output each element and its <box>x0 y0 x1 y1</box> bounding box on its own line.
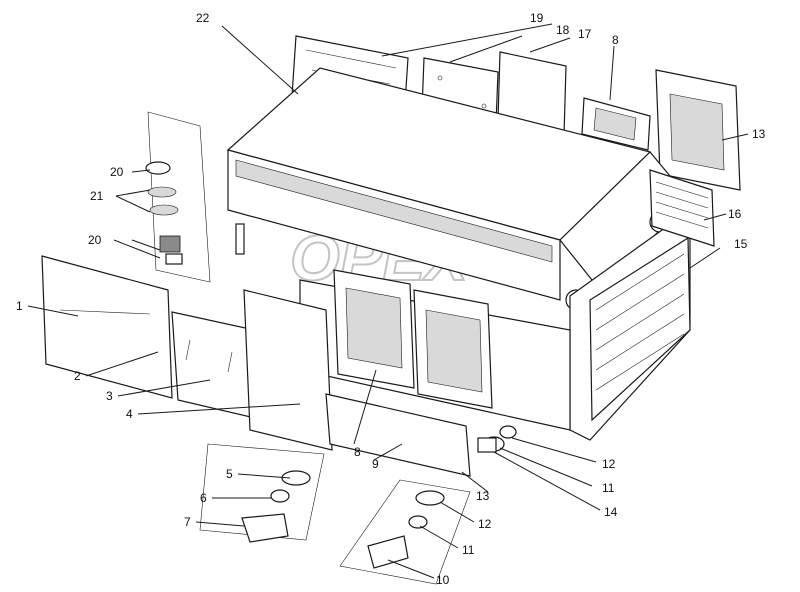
callout-2: 2 <box>74 369 81 383</box>
callout-12-bottom: 12 <box>478 517 492 531</box>
callout-8-bottom: 8 <box>354 445 361 459</box>
filter-frame-8-top <box>581 97 651 151</box>
callout-10: 10 <box>436 573 450 587</box>
callout-19: 19 <box>530 11 544 25</box>
callout-11-bottom: 11 <box>462 543 475 557</box>
callout-17: 17 <box>578 27 592 41</box>
callout-22: 22 <box>196 11 210 25</box>
callout-3: 3 <box>106 389 113 403</box>
main-housing <box>226 67 715 441</box>
callout-14: 14 <box>604 505 618 519</box>
bottom-panel-9 <box>325 393 471 477</box>
bolt-group-11-12-14 <box>477 425 517 453</box>
grille-15 <box>589 236 691 422</box>
callout-8-top: 8 <box>612 33 619 47</box>
callout-7: 7 <box>184 515 191 529</box>
callout-20-bottom: 20 <box>88 233 102 247</box>
filter-window-13 <box>413 289 493 409</box>
fastener-group-5-6-7 <box>199 443 325 543</box>
callout-5: 5 <box>226 467 233 481</box>
callout-13-top: 13 <box>752 127 766 141</box>
callout-1: 1 <box>16 299 23 313</box>
callout-21: 21 <box>90 189 104 203</box>
callout-12-right: 12 <box>602 457 616 471</box>
filter-window-8 <box>333 269 415 389</box>
fastener-group-top-left <box>145 111 245 283</box>
side-panel-1 <box>41 255 173 399</box>
leader-lines <box>27 23 749 579</box>
callout-20-top: 20 <box>110 165 124 179</box>
callout-18: 18 <box>556 23 570 37</box>
callout-11-right: 11 <box>602 481 615 495</box>
fastener-group-10-11-12 <box>339 479 471 585</box>
callout-6: 6 <box>200 491 207 505</box>
grille-16 <box>649 169 715 247</box>
callout-4: 4 <box>126 407 133 421</box>
callout-labels: 22 19 18 17 8 13 16 15 20 21 20 1 2 3 4 … <box>16 11 766 587</box>
callout-15: 15 <box>734 237 748 251</box>
filter-13-top <box>655 69 741 191</box>
callout-16: 16 <box>728 207 742 221</box>
callout-9: 9 <box>372 457 379 471</box>
end-panel-left <box>243 289 333 451</box>
callout-13-bottom: 13 <box>476 489 490 503</box>
